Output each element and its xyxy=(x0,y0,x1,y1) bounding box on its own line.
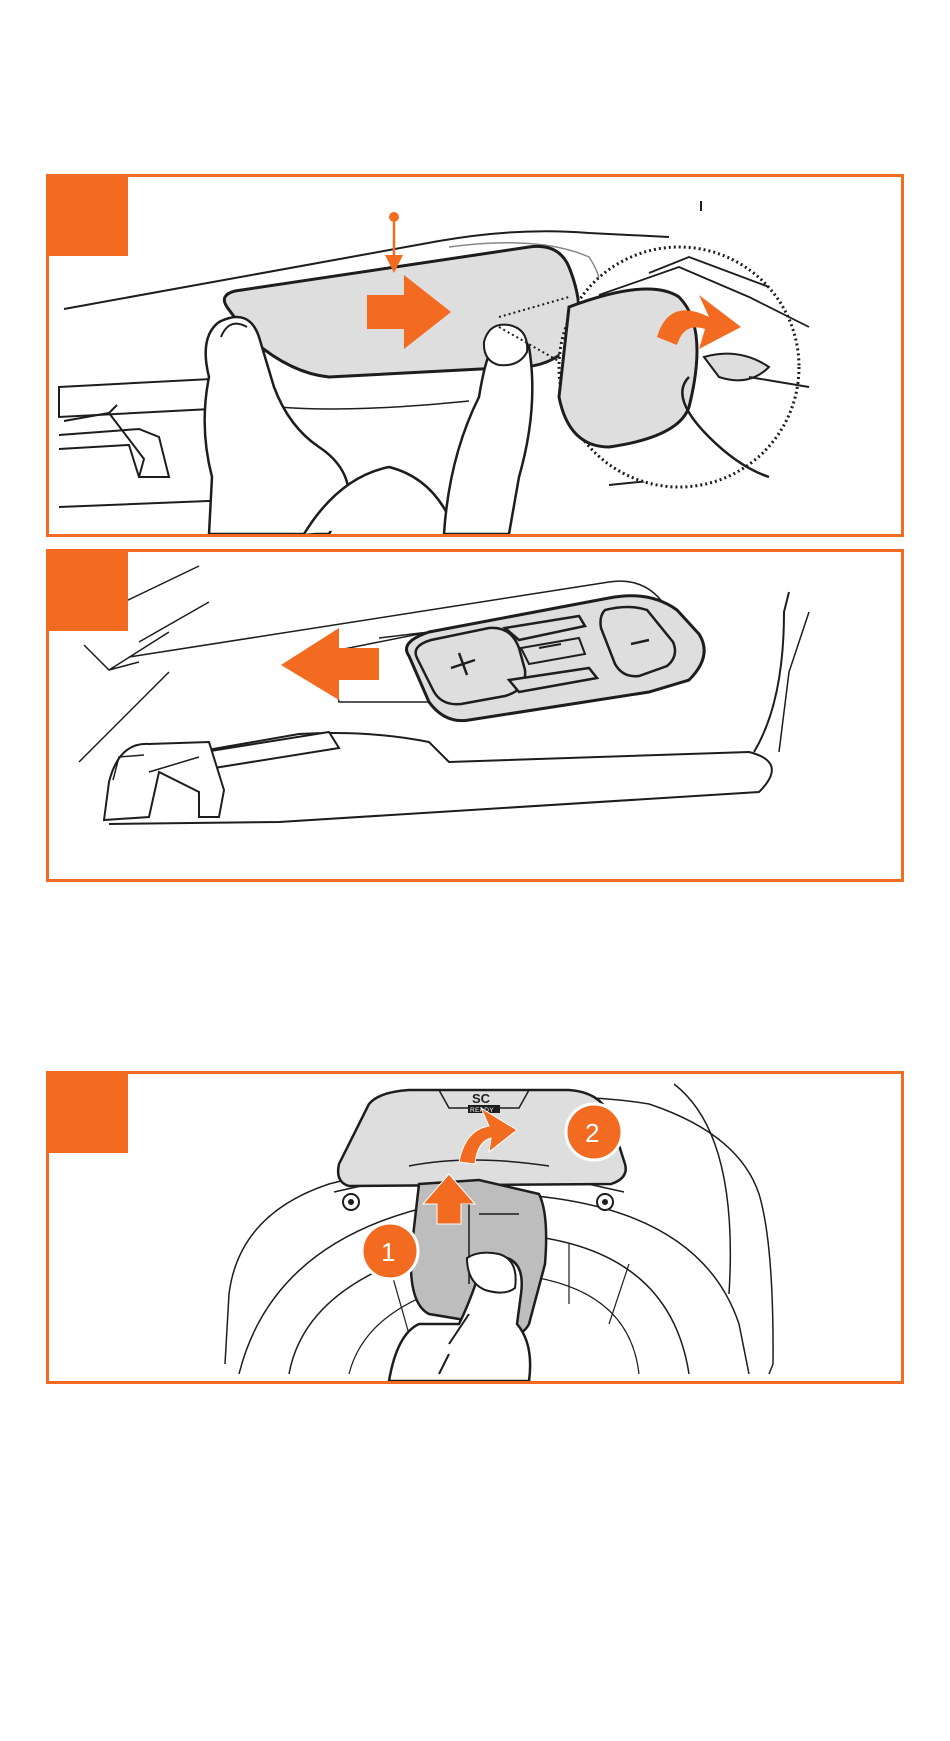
svg-text:1: 1 xyxy=(381,1237,395,1267)
helmet-illustration: SC READY 1 2 xyxy=(49,1074,901,1381)
step-tab xyxy=(49,177,128,256)
step-badge-1: 1 xyxy=(362,1223,418,1279)
step-tab xyxy=(49,1074,128,1153)
step-panel-remove-internal-plate: SC READY 1 2 xyxy=(46,1071,904,1384)
sc-label: SC xyxy=(472,1091,491,1106)
step-badge-2: 2 xyxy=(566,1104,622,1160)
svg-text:2: 2 xyxy=(585,1118,599,1148)
step-tab xyxy=(49,552,128,631)
step-panel-remove-unit xyxy=(46,549,904,882)
step-panel-remove-cover xyxy=(46,174,904,537)
communicator-unit xyxy=(407,596,705,721)
helmet-illustration xyxy=(49,177,901,534)
helmet-illustration xyxy=(49,552,901,879)
